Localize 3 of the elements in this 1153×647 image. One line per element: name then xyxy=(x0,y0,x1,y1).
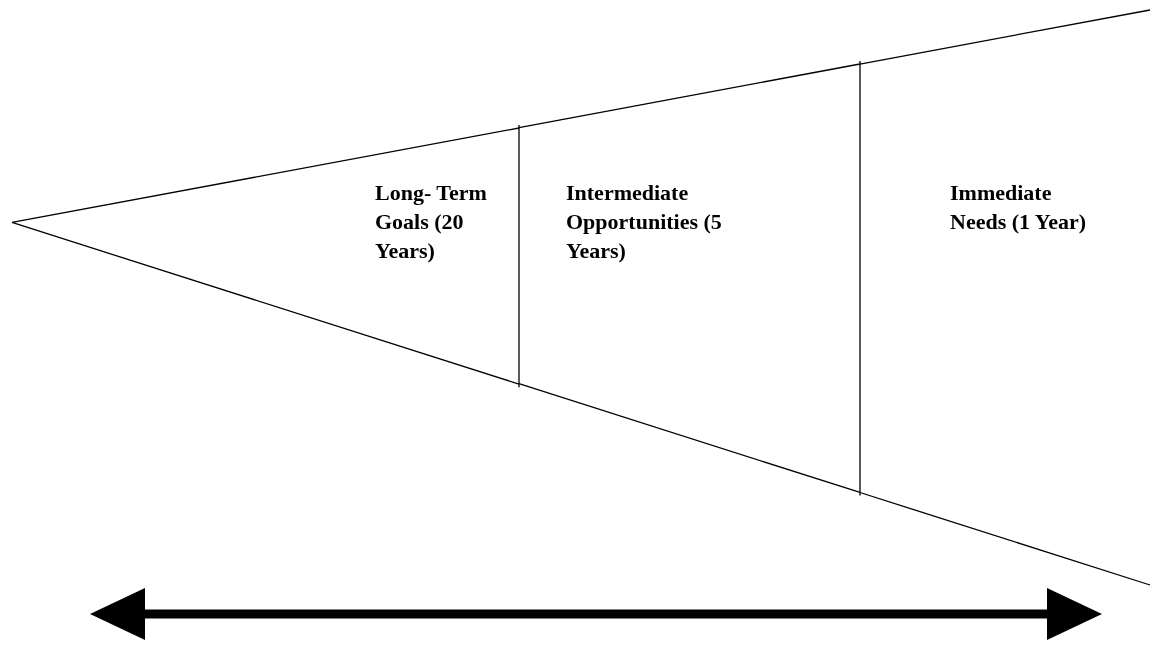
segment-label: Long- Term Goals (20 Years) xyxy=(375,179,488,265)
segment-label: Intermediate Opportunities (5 Years) xyxy=(566,179,723,265)
segment-label: Immediate Needs (1 Year) xyxy=(950,179,1088,236)
